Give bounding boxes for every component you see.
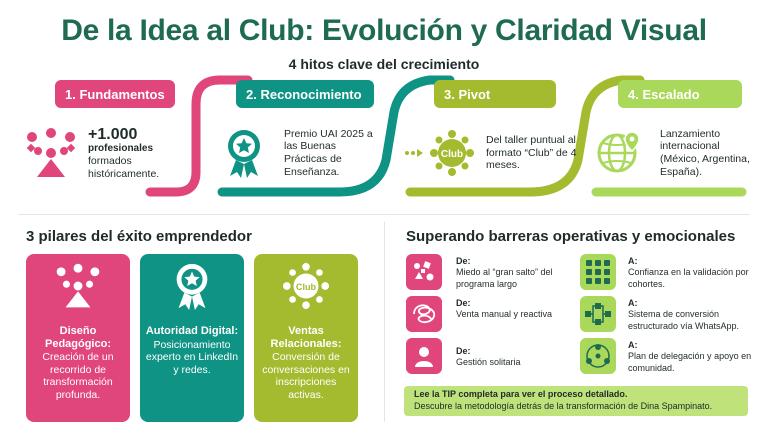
barrier-2-from-label: De:: [456, 298, 471, 308]
cta-line-1[interactable]: Lee la TIP completa para ver el proceso …: [414, 389, 628, 399]
flowchart-icon: [580, 296, 616, 332]
page-subtitle: 4 hitos clave del crecimiento: [288, 56, 480, 72]
pillar-3-title: Ventas Relacionales:: [270, 325, 342, 350]
pillar-2-title: Autoridad Digital:: [145, 325, 239, 337]
timeline-stage-2-label: 2. Reconocimiento: [236, 80, 374, 108]
pillars-title: 3 pilares del éxito emprendedor: [26, 228, 252, 245]
barrier-1-from-text: Miedo al “gran salto” del programa largo: [456, 267, 553, 289]
barrier-3-from-text: Gestión solitaria: [456, 357, 521, 368]
club-icon-label: Club: [441, 149, 463, 160]
timeline-stage-1: +1.000 profesionales formados históricam…: [24, 118, 174, 188]
timeline-stage-1-label: 1. Fundamentos: [55, 80, 175, 108]
barrier-2-to-label: A:: [628, 298, 638, 308]
barrier-1-to-text: Confianza en la validación por cohortes.: [628, 267, 749, 289]
stage-2-text: Premio UAI 2025 a las Buenas Prácticas d…: [284, 127, 373, 178]
globe-pin-icon: [597, 131, 640, 173]
network-people-icon: [56, 263, 100, 308]
network-people-icon: [26, 128, 76, 177]
club-network-icon: Club: [282, 262, 330, 310]
scattered-shapes-icon: [406, 254, 442, 290]
timeline-ribbon: [145, 75, 747, 197]
pillar-card-3: Club Ventas Relacionales: Conversión de …: [254, 254, 358, 422]
timeline-stage-2: Premio UAI 2025 a las Buenas Prácticas d…: [222, 118, 380, 188]
pillar-card-1: Diseño Pedagógico: Creación de un recorr…: [26, 254, 130, 422]
barrier-1-to-label: A:: [628, 256, 638, 266]
cta-line-2: Descubre la metodología detrás de la tra…: [414, 400, 713, 411]
section-divider: [18, 214, 750, 215]
timeline-stage-3-label: 3. Pivot: [434, 80, 556, 108]
team-circle-icon: [580, 338, 616, 374]
stage-1-text: formados históricamente.: [88, 155, 160, 180]
stage-3-text: Del taller puntual al formato “Club” de …: [486, 134, 577, 172]
column-divider: [384, 222, 385, 422]
cta-banner[interactable]: Lee la TIP completa para ver el proceso …: [404, 386, 748, 416]
pillar-club-icon-label: Club: [296, 282, 317, 292]
pillar-1-desc: Creación de un recorrido de transformaci…: [42, 351, 114, 402]
barrier-3-to-text: Plan de delegación y apoyo en comunidad.: [628, 351, 752, 373]
award-ribbon-icon: [176, 263, 208, 310]
barrier-3-to-label: A:: [628, 340, 638, 350]
club-network-icon: Club: [405, 130, 474, 176]
barriers-title: Superando barreras operativas y emociona…: [406, 228, 736, 245]
barrier-3-from-label: De:: [456, 346, 471, 356]
page-title: De la Idea al Club: Evolución y Claridad…: [61, 14, 707, 47]
barrier-3-to: A: Plan de delegación y apoyo en comunid…: [628, 340, 752, 374]
pillar-3-desc: Conversión de conversaciones en inscripc…: [262, 351, 350, 402]
timeline-stage-4-label: 4. Escalado: [618, 80, 742, 108]
pillar-1-title: Diseño Pedagógico:: [44, 325, 111, 350]
stage-4-text: Lanzamiento internacional (México, Argen…: [660, 127, 750, 178]
single-person-icon: [406, 338, 442, 374]
barrier-2-from: De: Venta manual y reactiva: [456, 298, 568, 321]
award-ribbon-icon: [228, 130, 260, 178]
pillar-2-desc: Posicionamiento experto en LinkedIn y re…: [145, 338, 239, 376]
barrier-2-to-text: Sistema de conversión estructurado vía W…: [628, 309, 740, 331]
barrier-2-to: A: Sistema de conversión estructurado ví…: [628, 298, 756, 332]
barrier-2-from-text: Venta manual y reactiva: [456, 309, 553, 320]
timeline-stage-3: Club Del taller puntual al formato “Club…: [404, 118, 578, 188]
barrier-1-from-label: De:: [456, 256, 471, 266]
pillar-card-2: Autoridad Digital: Posicionamiento exper…: [140, 254, 244, 422]
timeline-stage-4: Lanzamiento internacional (México, Argen…: [594, 118, 760, 188]
tangled-line-icon: [406, 296, 442, 332]
stage-1-number: +1.000: [88, 125, 138, 143]
barrier-1-from: De: Miedo al “gran salto” del programa l…: [456, 256, 568, 290]
stage-1-strong: profesionales: [88, 143, 154, 155]
barrier-3-from: De: Gestión solitaria: [456, 346, 568, 369]
grid-blocks-icon: [580, 254, 616, 290]
barrier-1-to: A: Confianza en la validación por cohort…: [628, 256, 752, 290]
